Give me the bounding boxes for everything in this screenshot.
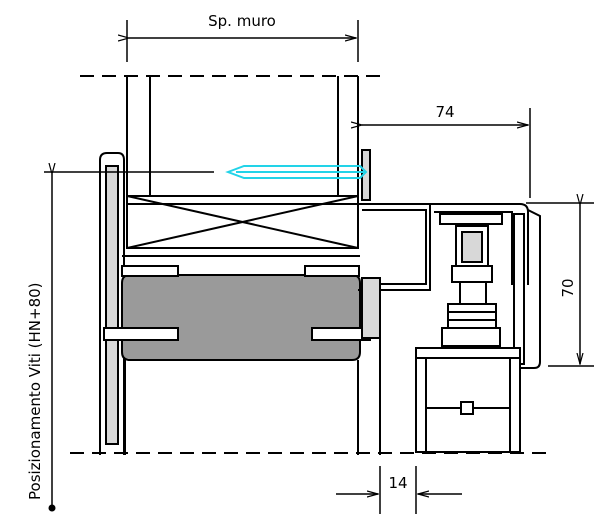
screw bbox=[225, 165, 368, 179]
wooden-block bbox=[126, 195, 359, 249]
dimension-14-label: 14 bbox=[388, 474, 407, 492]
shutter-box bbox=[430, 203, 541, 369]
wall-thickness-label: Sp. muro bbox=[208, 12, 276, 30]
wall-thickness-dimension: Sp. muro bbox=[127, 12, 359, 62]
dimension-74: 74 bbox=[362, 103, 531, 198]
left-frame-profile bbox=[99, 152, 125, 455]
dimension-14: 14 bbox=[336, 466, 462, 514]
dimension-70-label: 70 bbox=[559, 278, 577, 297]
dimension-70: 70 bbox=[526, 203, 594, 367]
right-profile bbox=[358, 149, 431, 339]
insulation-block bbox=[103, 255, 371, 361]
dimension-74-label: 74 bbox=[435, 103, 454, 121]
screw-position-dimension: Posizionamento Viti (HN+80) bbox=[26, 174, 56, 512]
screw-position-label: Posizionamento Viti (HN+80) bbox=[26, 282, 44, 500]
support-bracket bbox=[415, 347, 521, 453]
